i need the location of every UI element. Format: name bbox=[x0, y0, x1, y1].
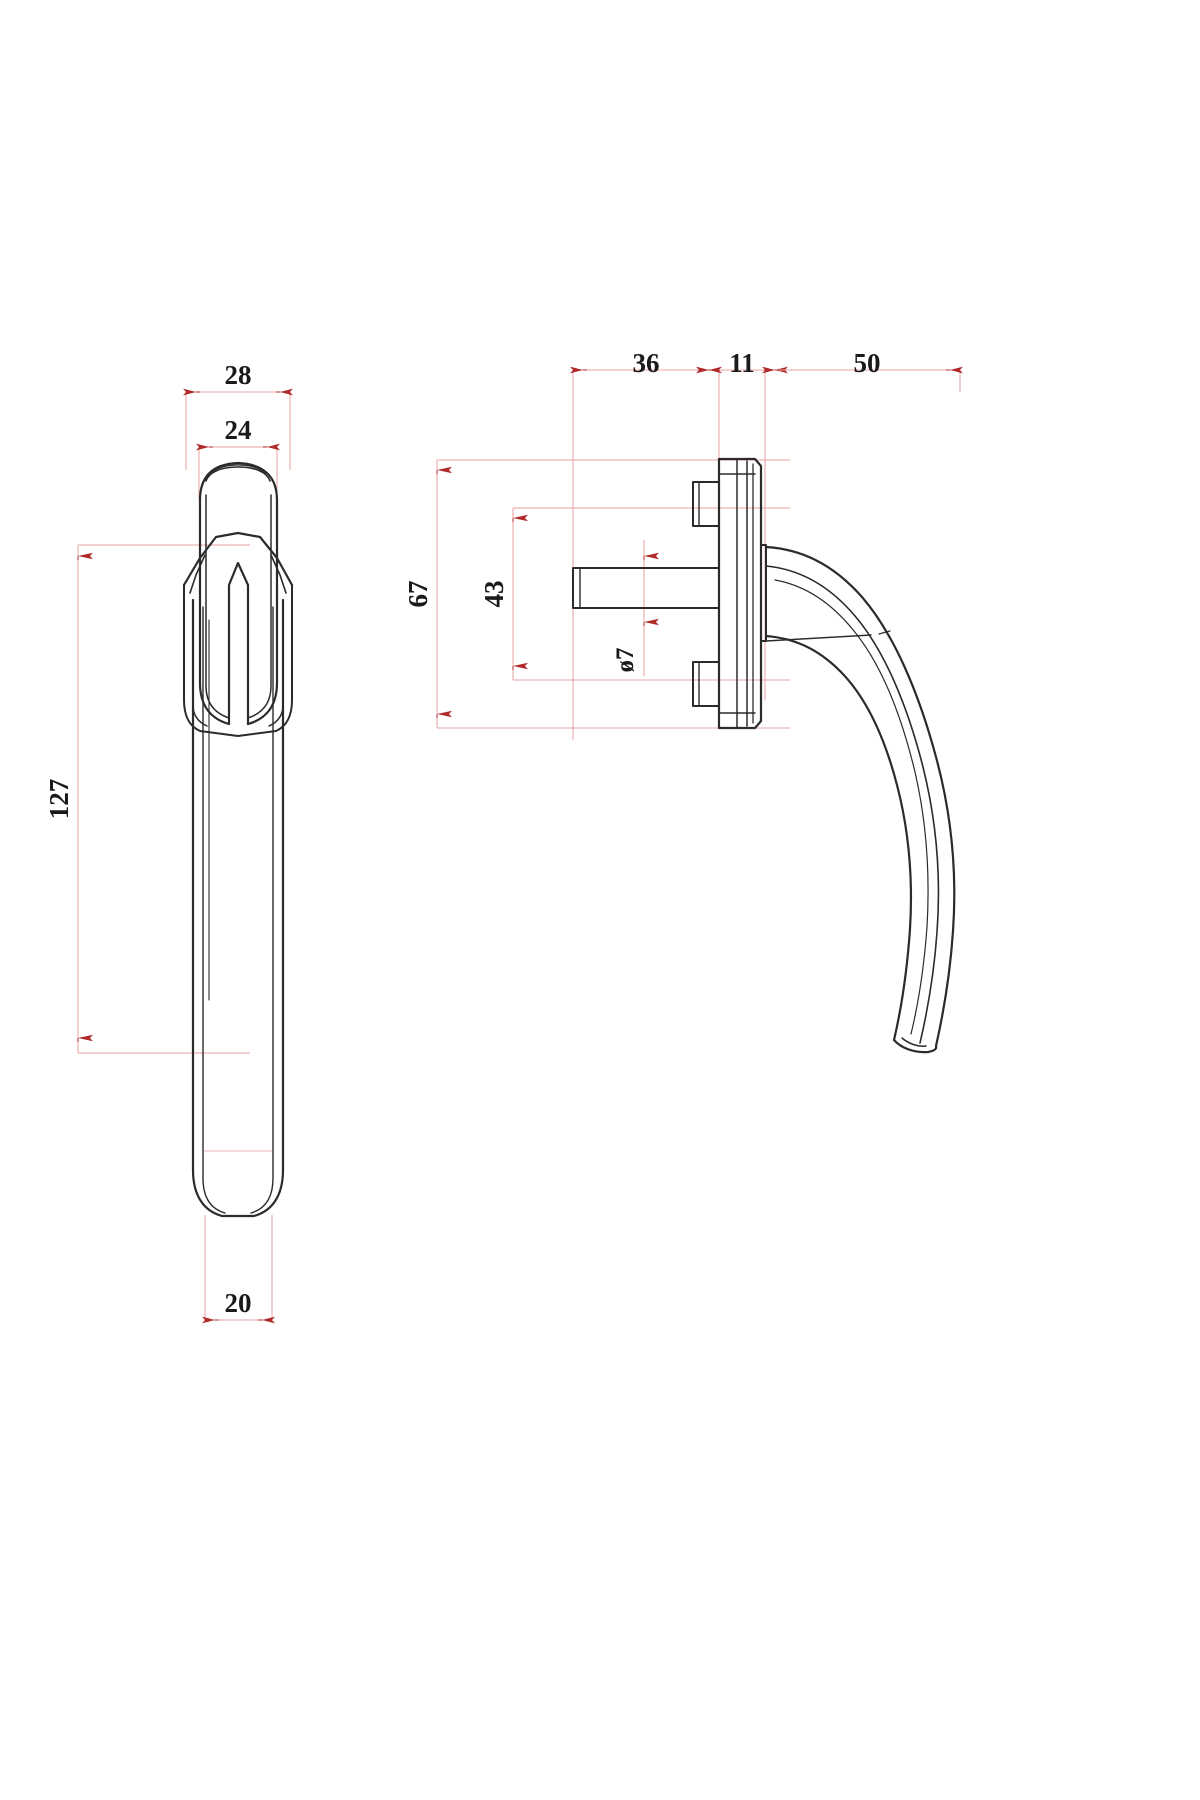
side-view-geometry bbox=[572, 457, 956, 1054]
side-view: 36 11 50 67 bbox=[403, 348, 963, 1054]
side-view-extension-lines bbox=[437, 370, 961, 740]
dimension-67-label: 67 bbox=[403, 581, 433, 608]
dimension-20: 20 bbox=[202, 1150, 275, 1324]
dimension-50: 50 bbox=[762, 348, 963, 378]
dimension-28: 28 bbox=[183, 360, 293, 396]
dimension-127: 127 bbox=[44, 545, 93, 1053]
dimension-24-label: 24 bbox=[225, 415, 252, 445]
dimension-43-label: 43 bbox=[479, 581, 509, 608]
dimension-20-label: 20 bbox=[225, 1288, 252, 1318]
dimension-diameter-7-label: ø7 bbox=[612, 648, 639, 673]
dimension-67: 67 bbox=[403, 460, 452, 728]
dimension-50-label: 50 bbox=[854, 348, 881, 378]
front-view: 28 24 127 2 bbox=[44, 360, 294, 1324]
front-view-geometry bbox=[182, 461, 294, 1218]
dimension-11-label: 11 bbox=[729, 348, 755, 378]
dimension-43: 43 bbox=[479, 508, 528, 680]
front-view-extension-lines bbox=[78, 392, 291, 1320]
dimension-127-label: 127 bbox=[44, 779, 74, 820]
dimension-36-label: 36 bbox=[633, 348, 660, 378]
dimension-36: 36 bbox=[570, 348, 722, 378]
dimension-24: 24 bbox=[196, 415, 280, 451]
dimension-28-label: 28 bbox=[225, 360, 252, 390]
